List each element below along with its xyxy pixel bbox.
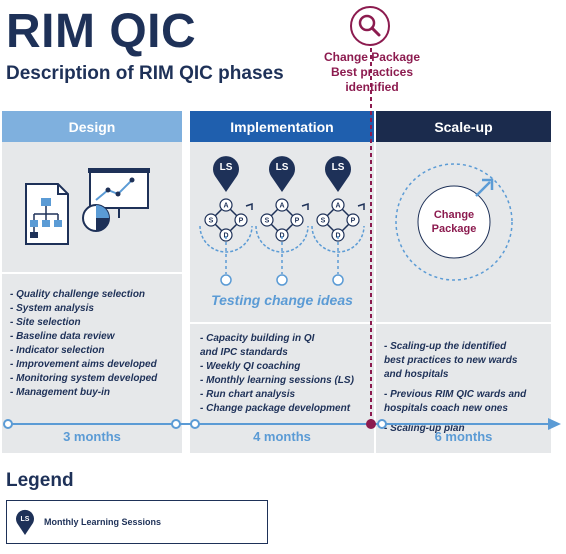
ls-marker-icon: LS bbox=[16, 509, 34, 535]
ls-marker-text: LS bbox=[332, 162, 345, 173]
change-package-circle-label: Change Package bbox=[431, 209, 477, 235]
milestone-line bbox=[366, 48, 376, 429]
list-item: - Monitoring system developed bbox=[10, 373, 158, 384]
legend-label: Monthly Learning Sessions bbox=[44, 517, 162, 527]
ls-marker-icon bbox=[213, 156, 239, 192]
pdsa-letter: P bbox=[239, 218, 244, 225]
scaleup-list: - Scaling-up the identified best practic… bbox=[384, 340, 549, 442]
list-item: - Monthly learning sessions (LS) bbox=[200, 375, 354, 386]
pdsa-node bbox=[219, 198, 233, 212]
implementation-header: Implementation bbox=[190, 111, 374, 142]
cycle-arrow bbox=[245, 202, 253, 210]
separator bbox=[2, 272, 182, 274]
pdsa-letter: P bbox=[295, 218, 300, 225]
list-item: - Previous RIM QIC wards and hospitals c… bbox=[384, 389, 527, 414]
cycle-end-node bbox=[332, 274, 344, 286]
scaleup-column bbox=[376, 111, 551, 453]
pdsa-node bbox=[331, 228, 345, 242]
page-subtitle: Description of RIM QIC phases bbox=[6, 63, 284, 84]
list-item: - Capacity building in QI and IPC standa… bbox=[200, 333, 315, 358]
list-item: - Run chart analysis bbox=[200, 389, 296, 400]
pdsa-node bbox=[275, 198, 289, 212]
implementation-duration: 4 months bbox=[253, 429, 311, 444]
testing-change-ideas: Testing change ideas bbox=[211, 292, 353, 308]
pdsa-letter: S bbox=[265, 218, 270, 225]
ls-marker-text: LS bbox=[220, 162, 233, 173]
design-header: Design bbox=[2, 111, 182, 142]
design-column bbox=[2, 111, 182, 453]
pdsa-node bbox=[331, 198, 345, 212]
design-illustration bbox=[25, 168, 150, 245]
legend-title: Legend bbox=[6, 470, 74, 491]
list-item: - Improvement aims developed bbox=[10, 359, 157, 370]
pdsa-node bbox=[219, 228, 233, 242]
separator bbox=[190, 322, 374, 324]
legend-box bbox=[6, 500, 268, 544]
cycle-arc bbox=[199, 225, 253, 253]
pdsa-node bbox=[204, 213, 218, 227]
implementation-cycles: LSAPSDLSAPSDLSAPSD bbox=[199, 156, 365, 286]
pdsa-node bbox=[260, 213, 274, 227]
pdsa-letter: A bbox=[335, 203, 340, 210]
pdsa-node bbox=[346, 213, 360, 227]
cycle-end-node bbox=[276, 274, 288, 286]
pdsa-letter: A bbox=[223, 203, 228, 210]
ls-marker-icon bbox=[325, 156, 351, 192]
legend-marker-text: LS bbox=[21, 516, 30, 523]
timeline bbox=[3, 418, 561, 430]
pdsa-node bbox=[316, 213, 330, 227]
cycle-arrow bbox=[357, 202, 365, 210]
ls-marker-icon bbox=[269, 156, 295, 192]
page-title: RIM QIC bbox=[6, 5, 197, 58]
pdsa-letter: P bbox=[351, 218, 356, 225]
cycle-arc bbox=[311, 225, 365, 253]
scaleup-header: Scale-up bbox=[376, 111, 551, 142]
pdsa-node bbox=[290, 213, 304, 227]
magnifier-icon bbox=[350, 6, 390, 46]
cycle-arrow bbox=[301, 202, 309, 210]
list-item: - Change package development bbox=[200, 403, 351, 414]
design-duration: 3 months bbox=[63, 429, 121, 444]
list-item: - Quality challenge selection bbox=[10, 289, 146, 300]
cycle-arc bbox=[255, 225, 309, 253]
pdsa-letter: S bbox=[209, 218, 214, 225]
list-item: - Scaling-up the identified best practic… bbox=[384, 341, 518, 380]
cycle-end-node bbox=[220, 274, 232, 286]
list-item: - System analysis bbox=[10, 303, 94, 314]
list-item: - Weekly QI coaching bbox=[200, 361, 301, 372]
list-item: - Indicator selection bbox=[10, 345, 105, 356]
list-item: - Baseline data review bbox=[10, 331, 115, 342]
ls-marker-text: LS bbox=[276, 162, 289, 173]
scaleup-illustration bbox=[395, 163, 513, 281]
design-list: - Quality challenge selection - System an… bbox=[10, 288, 180, 400]
pdsa-node bbox=[234, 213, 248, 227]
implementation-list: - Capacity building in QI and IPC standa… bbox=[200, 332, 372, 416]
list-item: - Site selection bbox=[10, 317, 81, 328]
pdsa-letter: A bbox=[279, 203, 284, 210]
list-item: - Management buy-in bbox=[10, 387, 111, 398]
list-item: - Scaling-up plan bbox=[384, 423, 465, 434]
milestone-label: Change Package Best practices identified bbox=[323, 50, 421, 94]
separator bbox=[376, 322, 551, 324]
pdsa-letter: S bbox=[321, 218, 326, 225]
scaleup-duration: 6 months bbox=[434, 429, 493, 444]
pdsa-node bbox=[275, 228, 289, 242]
